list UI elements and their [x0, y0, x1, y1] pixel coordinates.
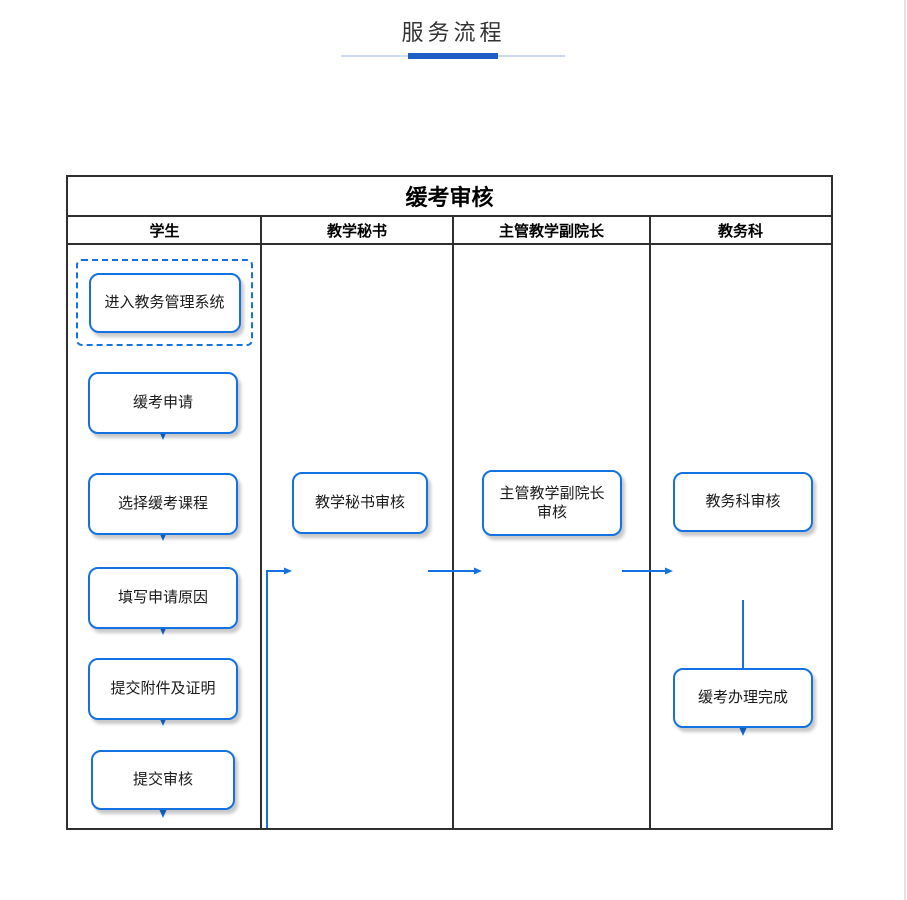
lane-header-student: 学生	[149, 222, 180, 240]
flow-node-secretary-review: 教学秘书审核	[292, 472, 428, 534]
title-underline	[341, 53, 565, 59]
lane-header-row: 学生 教学秘书 主管教学副院长 教务科	[68, 217, 831, 245]
flow-node-label: 选择缓考课程	[117, 495, 208, 513]
flow-node-label: 教务科审核	[705, 493, 781, 511]
flow-node-label: 主管教学副院长审核	[499, 484, 605, 522]
flow-node-submit-review: 提交审核	[91, 750, 235, 810]
flow-node-label: 缓考申请	[132, 394, 193, 412]
flow-node-enter-system: 进入教务管理系统	[88, 272, 241, 333]
flow-node-deferred-exam-apply: 缓考申请	[88, 372, 238, 434]
flow-node-label: 提交附件及证明	[110, 680, 216, 698]
flow-node-select-deferred-courses: 选择缓考课程	[88, 473, 238, 535]
flow-node-label: 提交审核	[132, 771, 193, 789]
flow-node-process-complete: 缓考办理完成	[673, 668, 813, 728]
lane-header-vice-dean: 主管教学副院长	[498, 222, 604, 240]
flow-node-vice-dean-review: 主管教学副院长审核	[482, 470, 622, 536]
flow-node-submit-attachments: 提交附件及证明	[88, 658, 238, 720]
underline-blue-accent	[408, 53, 498, 59]
flow-node-label: 教学秘书审核	[314, 494, 405, 512]
flowchart-title: 缓考审核	[68, 177, 831, 217]
flow-node-label: 填写申请原因	[117, 589, 208, 607]
flow-node-highlight-frame: 进入教务管理系统	[76, 259, 253, 346]
flow-node-label: 进入教务管理系统	[104, 293, 225, 311]
lane-divider-3	[649, 217, 651, 828]
lane-divider-1	[260, 217, 262, 828]
lane-divider-2	[452, 217, 454, 828]
lane-header-academic-office: 教务科	[717, 222, 763, 240]
page-edge-divider	[904, 0, 906, 900]
swimlane-flowchart: 缓考审核 学生 教学秘书 主管教学副院长 教务科	[66, 175, 833, 830]
page-title: 服务流程	[401, 20, 506, 45]
lane-header-secretary: 教学秘书	[326, 222, 387, 240]
flow-node-fill-apply-reason: 填写申请原因	[88, 567, 238, 629]
flow-node-label: 缓考办理完成	[697, 689, 788, 707]
flow-node-academic-office-review: 教务科审核	[673, 472, 813, 532]
